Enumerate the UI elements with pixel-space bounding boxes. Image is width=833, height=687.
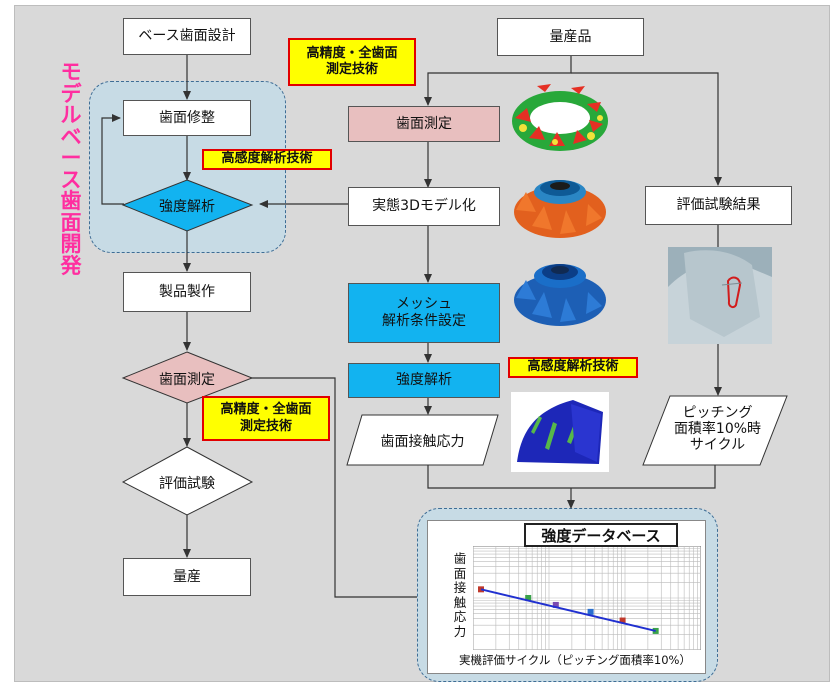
mid-strength-analysis-box: 強度解析 [348,363,500,398]
tooth-measurement-diamond [121,351,254,404]
gear-mesh-image [514,264,606,326]
mass-production-box: 量産 [123,558,251,596]
strength-analysis-diamond [121,179,254,232]
contact-stress-label: 歯面接触応力 [380,434,465,450]
high-sensitivity-tag-left-label: 高感度解析技術 [221,151,313,167]
database-ylabel-char: 歯 [453,551,467,566]
database-xlabel: 実機評価サイクル（ピッチング面積率10%） [459,653,691,667]
high-precision-tag-top-label: 高精度・全歯面 測定技術 [306,45,398,77]
database-ylabel-char: 面 [453,565,467,581]
strength-analysis-label: 強度解析 [159,199,215,215]
vertical-title-char: 面 [60,210,82,235]
vertical-title-char: ル [60,103,82,127]
mid-strength-analysis-label: 強度解析 [396,372,452,389]
vertical-title-char: モ [60,60,82,84]
tooth-modification-label: 歯面修整 [159,109,215,126]
vertical-title-char: ス [60,167,82,192]
tooth-modification-box: 歯面修整 [123,100,251,136]
mid-tooth-measurement-box: 歯面測定 [348,106,500,142]
mass-product-label: 量産品 [549,28,592,45]
gear-3d-model-image [514,180,606,238]
high-precision-tag-left-label: 高精度・全歯面 測定技術 [220,402,312,434]
pitting-photo [668,247,772,344]
left-tooth-measurement-label: 歯面測定 [159,372,215,388]
pitting-parallelogram [642,395,788,466]
vertical-title-char: 発 [60,253,82,278]
mesh-setup-box: メッシュ 解析条件設定 [348,283,500,343]
mass-product-box: 量産品 [497,18,644,56]
actual-3d-label: 実態3Dモデル化 [372,198,476,215]
database-ylabel-char: 触 [453,594,467,610]
vertical-title-char: ー [60,146,82,170]
mass-production-label: 量産 [173,568,201,585]
data-point [552,601,559,608]
database-title: 強度データベース [524,523,678,547]
evaluation-test-diamond [121,446,254,516]
product-manufacturing-box: 製品製作 [123,272,251,312]
actual-3d-box: 実態3Dモデル化 [348,187,500,226]
database-ylabel-char: 応 [453,609,467,624]
evaluation-result-box: 評価試験結果 [645,186,792,225]
trend-line [480,588,656,632]
mid-tooth-measurement-label: 歯面測定 [396,115,452,132]
pitting-label: ピッチング 面積率10%時 サイクル [673,405,762,454]
high-precision-tag-left: 高精度・全歯面 測定技術 [202,396,330,441]
data-point [478,586,484,593]
high-sensitivity-tag-mid: 高感度解析技術 [508,357,638,378]
data-point [619,617,626,624]
vertical-title: モ デ ル ベ ー ス 歯 面 開 発 [56,60,86,278]
data-point [525,595,532,601]
evaluation-test-label: 評価試験 [159,476,215,492]
contact-stress-image [511,392,609,472]
database-ylabel-char: 力 [453,623,467,639]
high-sensitivity-tag-mid-label: 高感度解析技術 [527,359,619,375]
vertical-title-char: デ [60,81,82,106]
mesh-setup-label: メッシュ 解析条件設定 [382,296,466,329]
database-ylabel: 歯 面 接 触 応 力 [452,551,468,639]
base-design-box: ベース歯面設計 [123,18,251,55]
database-ylabel-char: 接 [453,580,467,595]
contact-stress-parallelogram [346,414,499,466]
gear-scan-image [512,84,608,151]
database-chart [473,546,701,650]
evaluation-result-label: 評価試験結果 [676,197,761,214]
vertical-title-char: 開 [60,232,82,256]
data-point [587,608,594,615]
product-manufacturing-label: 製品製作 [159,283,215,300]
vertical-title-char: ベ [60,124,82,149]
high-sensitivity-tag-left: 高感度解析技術 [202,149,332,170]
data-point [652,627,659,634]
high-precision-tag-top: 高精度・全歯面 測定技術 [288,38,416,86]
base-design-label: ベース歯面設計 [138,28,236,45]
vertical-title-char: 歯 [60,189,82,213]
